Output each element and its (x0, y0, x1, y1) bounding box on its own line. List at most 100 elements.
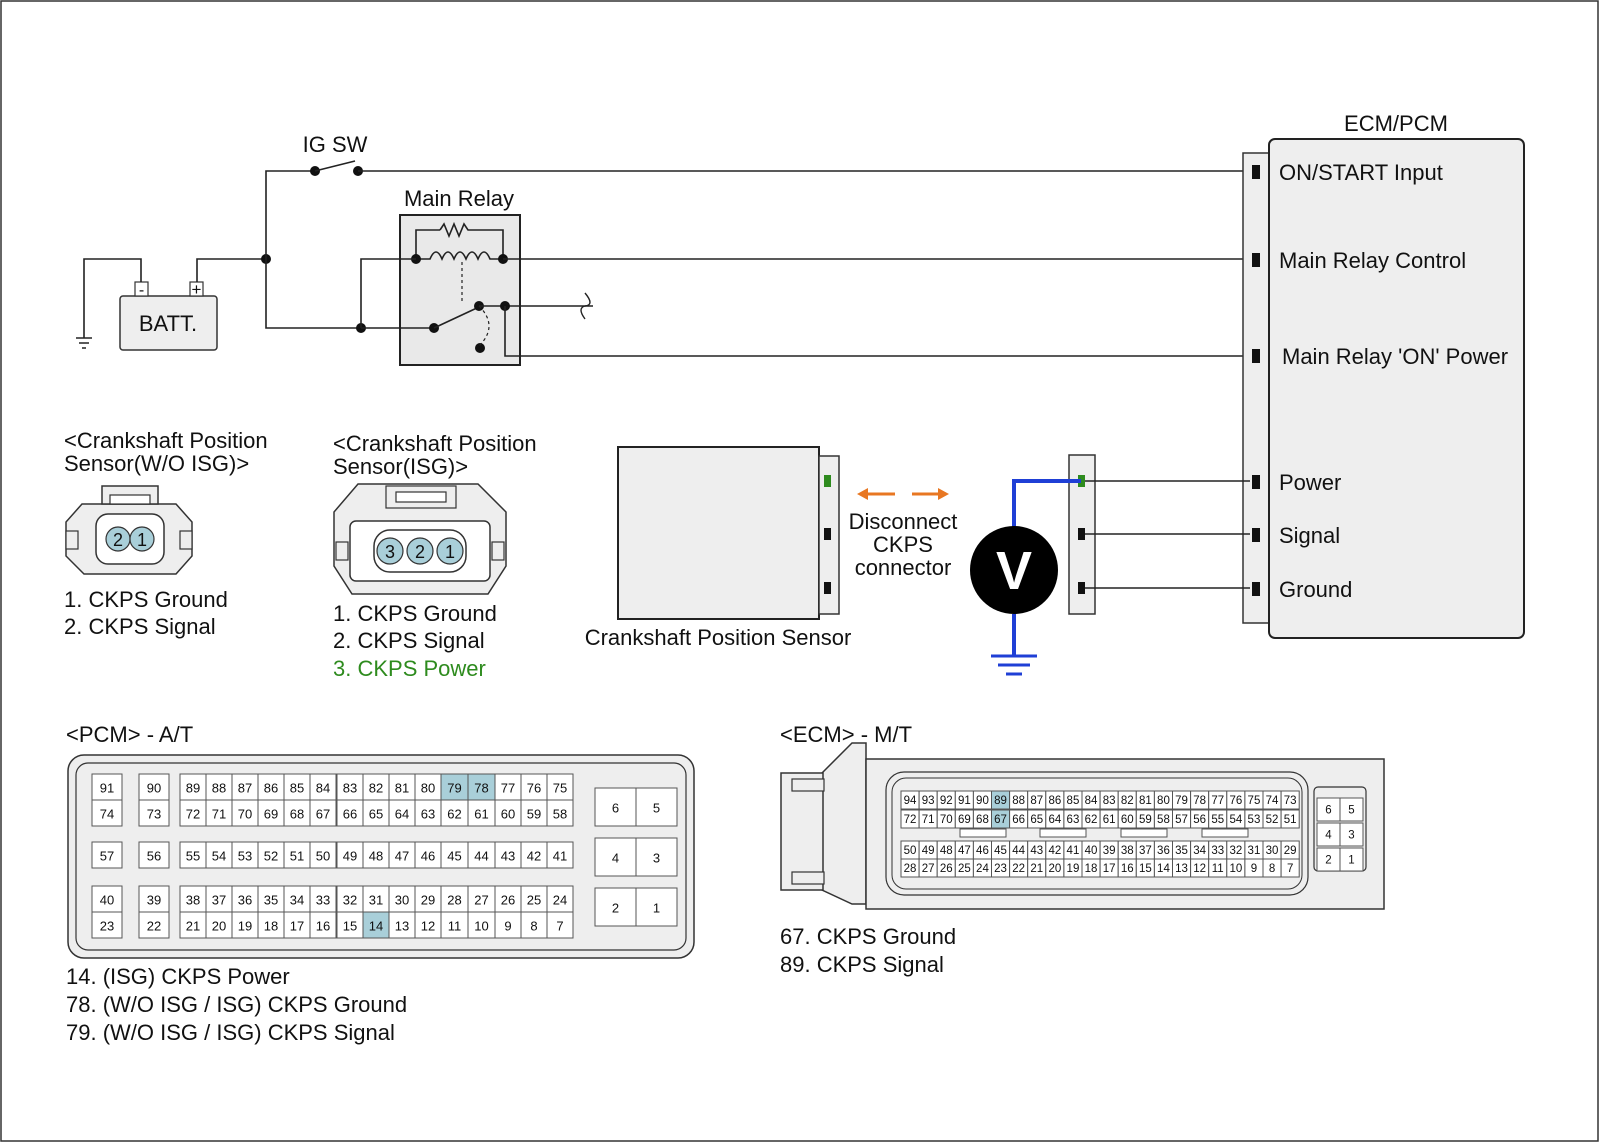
ecm-pin-number: 79 (1175, 795, 1188, 807)
pcm-pin-number: 89 (186, 781, 200, 796)
ecm-pin-number: 50 (904, 845, 917, 857)
pcm-pin-number: 80 (421, 781, 435, 796)
pcm-pin-number: 40 (100, 893, 114, 908)
sensor-isg-pin-label: 2 (415, 542, 425, 562)
wire-break-icon (580, 292, 591, 320)
sensor-wo-isg-pin-label: 2 (113, 530, 123, 550)
pcm-pin-cell (388, 911, 416, 939)
pcm-pin-number: 5 (653, 801, 660, 816)
ecm-plug-tab (791, 778, 825, 792)
ecm-key-bar (1120, 828, 1168, 838)
sensor-isg-key (491, 541, 505, 561)
ecm-pin-number: 1 (1348, 855, 1354, 867)
ecm-title: <ECM> - M/T (780, 722, 912, 747)
pcm-pin-cell (231, 773, 259, 801)
disconnect-arrows-icon (857, 488, 949, 500)
harness-pin-signal (1078, 528, 1085, 540)
ecm-pin-number: 8 (1269, 863, 1275, 875)
pcm-pin-cell (283, 799, 311, 827)
chassis-ground-icon (76, 337, 92, 349)
ecm-plug-tab (791, 871, 825, 885)
ckp-sensor-body (617, 446, 820, 620)
ecm-pin-number: 9 (1251, 863, 1257, 875)
pcm-pin-cell (362, 885, 390, 913)
pcm-pin-cell (138, 885, 170, 913)
pcm-pin-number: 66 (343, 807, 357, 822)
ecm-pcm-title: ECM/PCM (1344, 111, 1448, 136)
ecm-pin-number: 45 (994, 845, 1007, 857)
pcm-pin-number: 81 (395, 781, 409, 796)
battery-positive-wire (196, 258, 266, 282)
pcm-pin-number: 41 (553, 849, 567, 864)
pcm-pin-number: 62 (447, 807, 461, 822)
pcm-pin-number: 14 (369, 919, 383, 934)
pcm-pin-cell (205, 799, 233, 827)
ecm-pin-number: 59 (1139, 814, 1152, 826)
pcm-pin-number: 74 (100, 807, 114, 822)
pcm-pin-cell (388, 773, 416, 801)
pcm-pin-number: 55 (186, 849, 200, 864)
ecm-pin-number: 88 (1012, 795, 1025, 807)
relay-coil-icon (415, 221, 504, 302)
pcm-pin-cell (494, 911, 522, 939)
pcm-pin-number: 27 (474, 893, 488, 908)
pcm-pin-number: 11 (448, 919, 462, 934)
pcm-pin-number: 67 (316, 807, 330, 822)
pcm-pin-number: 70 (238, 807, 252, 822)
ecm-pin-number: 81 (1139, 795, 1152, 807)
pcm-pin-number: 26 (501, 893, 515, 908)
relay-coil-feed-wire (360, 258, 416, 328)
pcm-pin-number: 31 (369, 893, 383, 908)
ecm-pin-number: 53 (1248, 814, 1261, 826)
pcm-side-pin-cell (635, 837, 678, 877)
sensor-wo-isg-legend-item: 2. CKPS Signal (64, 614, 216, 639)
pcm-pin-number: 19 (238, 919, 252, 934)
pcm-pin-cell (362, 799, 390, 827)
battery-negative-sign: - (139, 282, 144, 299)
pcm-pin-cell (546, 799, 574, 827)
relay-on-power-wire (504, 306, 1250, 357)
ckp-measurement: Crankshaft Position Sensor Disconnect CK… (585, 446, 1250, 676)
ecm-pin-label: Power (1279, 470, 1341, 495)
ecm-pin-number: 39 (1103, 845, 1116, 857)
pcm-legend-item: 78. (W/O ISG / ISG) CKPS Ground (66, 992, 407, 1017)
pcm-pin-number: 73 (147, 807, 161, 822)
ecm-pin-number: 10 (1229, 863, 1242, 875)
ecm-pin-number: 58 (1157, 814, 1170, 826)
ecm-pin-number: 61 (1103, 814, 1116, 826)
pcm-pin-number: 36 (238, 893, 252, 908)
ig-switch-label: IG SW (303, 132, 368, 157)
ecm-pin-number: 14 (1157, 863, 1170, 875)
pcm-pin-cell (231, 911, 259, 939)
pcm-pin-number: 24 (553, 893, 567, 908)
ecm-pin-number: 72 (904, 814, 917, 826)
ecm-pin-number: 93 (922, 795, 935, 807)
pcm-pin-number: 69 (264, 807, 278, 822)
pcm-pin-cell (309, 885, 337, 913)
ecm-pin-number: 83 (1103, 795, 1116, 807)
ecm-pin-number: 82 (1121, 795, 1134, 807)
ecm-pcm-body (1268, 138, 1525, 639)
pcm-pin-number: 48 (369, 849, 383, 864)
sensor-wo-isg-key (179, 530, 193, 550)
ecm-pin-number: 57 (1175, 814, 1188, 826)
pcm-pin-cell (520, 841, 548, 869)
pcm-pin-number: 72 (186, 807, 200, 822)
ecm-pin-number: 17 (1103, 863, 1116, 875)
ecm-pin-number: 78 (1193, 795, 1206, 807)
sensor-wo-isg: <Crankshaft Position Sensor(W/O ISG)> 2 … (64, 428, 268, 639)
pcm-pin-cell (283, 885, 311, 913)
pcm-pin-number: 38 (186, 893, 200, 908)
sensor-isg: <Crankshaft Position Sensor(ISG)> 3 2 1 … (333, 431, 537, 681)
ecm-pin-number: 49 (922, 845, 935, 857)
pcm-pin-cell (138, 911, 170, 939)
pcm-pin-cell (388, 841, 416, 869)
voltmeter-icon (970, 526, 1058, 614)
relay-contact-nc (475, 343, 485, 353)
ecm-pin-label: Main Relay 'ON' Power (1282, 344, 1508, 369)
pcm-pin-cell (179, 911, 207, 939)
pcm-pin-cell (257, 885, 285, 913)
